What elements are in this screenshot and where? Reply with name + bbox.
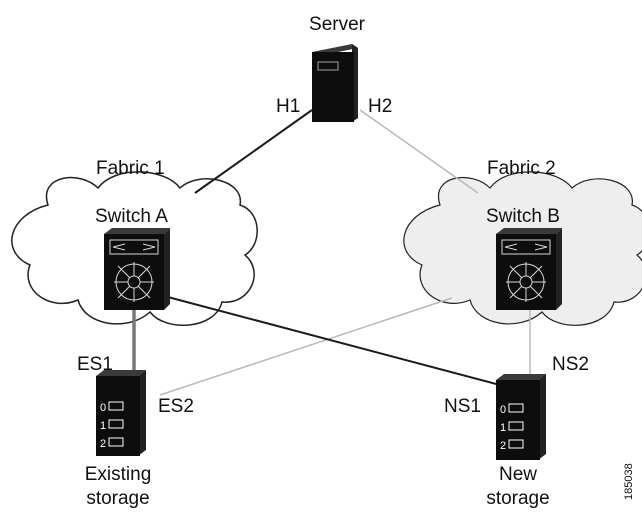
switch-a-icon: [104, 228, 170, 310]
disk-label-0: 0: [100, 402, 106, 414]
ns2-label: NS2: [552, 354, 589, 375]
link-h2-switch-b: [359, 109, 479, 194]
link-switch-a-ns1: [163, 295, 501, 386]
disk-label-2: 2: [500, 440, 506, 452]
link-h1-switch-a: [194, 109, 313, 194]
ns1-label: NS1: [444, 396, 481, 417]
es2-label: ES2: [158, 396, 194, 417]
switch-b-label: Switch B: [486, 206, 560, 227]
es1-label: ES1: [77, 354, 113, 375]
figure-id-label: 185038: [623, 463, 635, 500]
existing-storage-label-line1: Existing: [85, 464, 152, 485]
new-storage-label-line2: storage: [486, 488, 549, 509]
existing-storage-icon: 0 1 2: [96, 370, 146, 456]
disk-label-1: 1: [100, 420, 106, 432]
server-label: Server: [309, 14, 366, 35]
switch-b-icon: [496, 228, 562, 310]
switch-a-label: Switch A: [95, 206, 168, 227]
h1-label: H1: [276, 96, 300, 117]
existing-storage-label-line2: storage: [86, 488, 149, 509]
server-icon: [312, 44, 358, 122]
disk-label-1: 1: [500, 422, 506, 434]
labels: Server H1 H2 Fabric 1 Fabric 2 Switch A …: [77, 14, 635, 509]
disk-label-2: 2: [100, 438, 106, 450]
link-switch-b-es2: [159, 297, 453, 396]
new-storage-icon: 0 1 2: [496, 374, 546, 460]
h2-label: H2: [368, 96, 392, 117]
links: [132, 109, 531, 396]
new-storage-label-line1: New: [499, 464, 537, 485]
disk-label-0: 0: [500, 404, 506, 416]
fabric-2-label: Fabric 2: [487, 158, 556, 179]
fabric-1-label: Fabric 1: [96, 158, 165, 179]
